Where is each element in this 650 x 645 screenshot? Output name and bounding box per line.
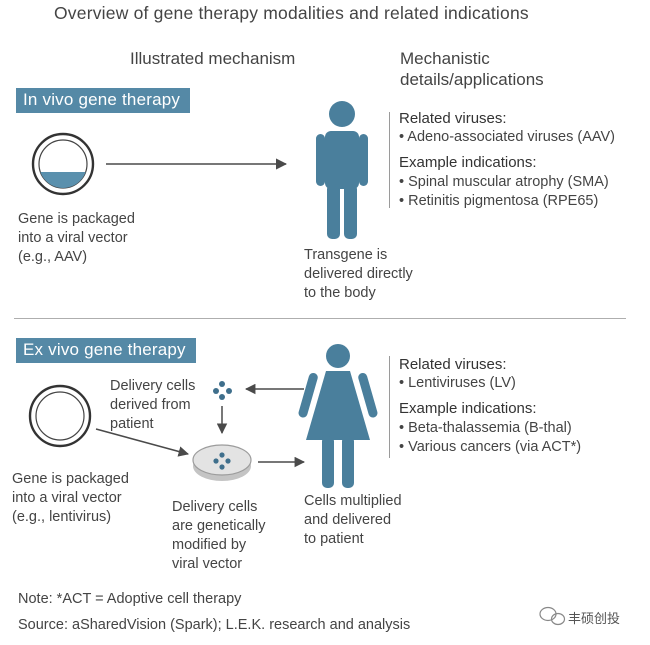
delivery-cells-icon — [213, 381, 232, 400]
female-figure-icon — [298, 344, 378, 488]
ex-vivo-patient-caption: Cells multiplied and delivered to patien… — [304, 493, 402, 547]
ex-vivo-dish-caption: Delivery cells are genetically modified … — [172, 499, 266, 572]
in-vivo-indication-item: • Retinitis pigmentosa (RPE65) — [399, 193, 599, 209]
in-vivo-gene-caption: Gene is packaged into a viral vector (e.… — [18, 211, 135, 265]
watermark-text: 丰硕创投 — [568, 611, 621, 626]
male-figure-icon — [316, 101, 368, 239]
ex-vivo-gene-caption: Gene is packaged into a viral vector (e.… — [12, 471, 129, 525]
in-vivo-virus-item: • Adeno-associated viruses (AAV) — [399, 129, 615, 145]
ex-vivo-indication-item: • Various cancers (via ACT*) — [399, 439, 582, 455]
in-vivo-indications-heading: Example indications: — [399, 154, 537, 171]
ex-vivo-cells-caption: Delivery cells derived from patient — [110, 378, 196, 432]
column-header-details-line2: details/applications — [400, 70, 544, 89]
arrow-vector-to-dish — [95, 428, 190, 457]
column-header-mechanism: Illustrated mechanism — [130, 49, 296, 68]
in-vivo-body-caption: Transgene is delivered directly to the b… — [304, 247, 413, 301]
ex-vivo-label: Ex vivo gene therapy — [16, 338, 196, 363]
in-vivo-label: In vivo gene therapy — [16, 88, 191, 113]
section-divider — [14, 318, 626, 319]
ex-vivo-indication-item: • Beta-thalassemia (B-thal) — [399, 420, 572, 436]
ex-vivo-virus-item: • Lentiviruses (LV) — [399, 375, 516, 391]
footnote-note: Note: *ACT = Adoptive cell therapy — [18, 591, 242, 607]
page-title: Overview of gene therapy modalities and … — [54, 3, 529, 23]
viral-vector-icon-ex-vivo — [28, 384, 92, 448]
footnote-source: Source: aSharedVision (Spark); L.E.K. re… — [18, 617, 411, 633]
details-divider-in-vivo — [389, 112, 390, 208]
viral-vector-icon-in-vivo — [31, 132, 95, 196]
in-vivo-viruses-heading: Related viruses: — [399, 110, 507, 127]
ex-vivo-viruses-heading: Related viruses: — [399, 356, 507, 373]
petri-dish-icon — [192, 444, 252, 481]
wechat-icon — [539, 606, 566, 626]
column-header-details-line1: Mechanistic — [400, 49, 490, 68]
ex-vivo-indications-heading: Example indications: — [399, 400, 537, 417]
in-vivo-indication-item: • Spinal muscular atrophy (SMA) — [399, 174, 609, 190]
details-divider-ex-vivo — [389, 356, 390, 458]
